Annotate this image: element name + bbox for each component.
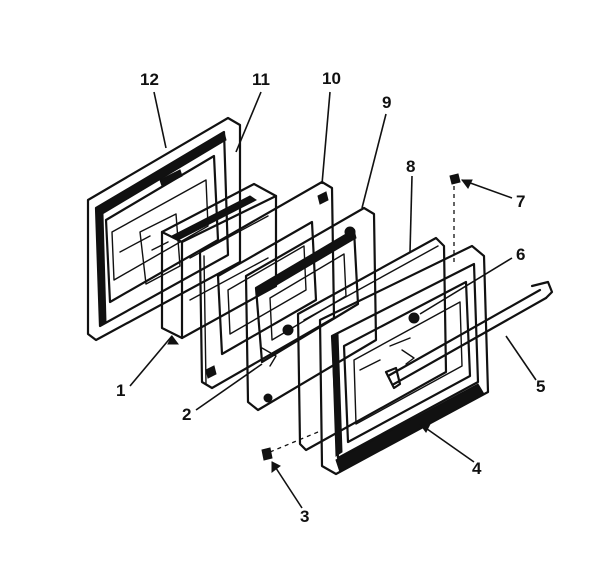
callout-5: 5 <box>536 377 545 396</box>
part-6-screw-icon <box>408 312 420 324</box>
callout-9: 9 <box>382 93 391 112</box>
callout-3: 3 <box>300 507 309 526</box>
screw-icon <box>282 324 294 336</box>
callout-2: 2 <box>182 405 191 424</box>
part-5-door-handle <box>384 280 554 390</box>
arrowheads <box>167 179 473 473</box>
callout-10: 10 <box>322 69 341 88</box>
part-12-outer-frame <box>86 116 242 342</box>
part-3-screw <box>261 431 319 461</box>
part-9-glass-retainer <box>244 206 378 412</box>
callout-6: 6 <box>516 245 525 264</box>
callout-7: 7 <box>516 192 525 211</box>
part-11-inner-liner <box>139 182 278 340</box>
screw-icon <box>344 226 356 238</box>
callout-12: 12 <box>140 70 159 89</box>
callout-labels: 12 11 10 9 8 7 6 5 4 3 2 1 <box>116 69 545 526</box>
callout-11: 11 <box>252 70 270 89</box>
part-8-glass-pane <box>296 236 448 452</box>
callout-1: 1 <box>116 381 125 400</box>
leader-lines <box>129 91 537 509</box>
part-7-screw <box>449 173 461 262</box>
callout-4: 4 <box>472 459 482 478</box>
callout-8: 8 <box>406 157 415 176</box>
screw-icon <box>263 393 273 403</box>
part-4-outer-door-panel <box>318 244 490 476</box>
